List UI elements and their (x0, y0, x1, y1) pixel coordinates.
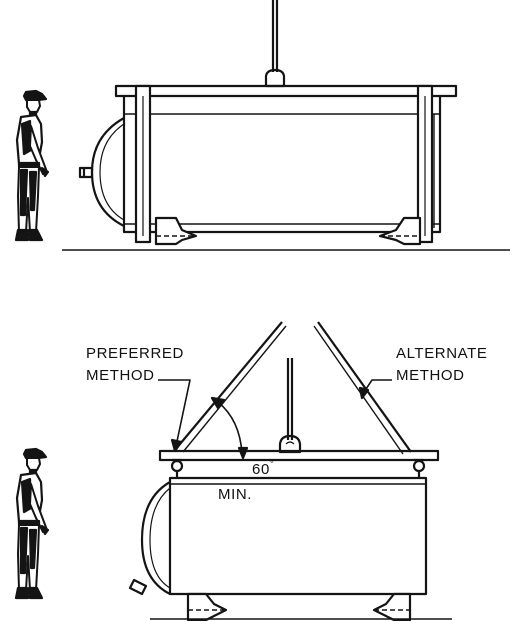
spreader-beam-bottom (158, 449, 440, 462)
preferred-label-line1: PREFERRED (86, 345, 184, 362)
tank-top (78, 96, 442, 234)
worker-figure-top (14, 89, 50, 242)
angle-value: 60 (252, 461, 270, 478)
bottom-diagram (14, 321, 452, 621)
alternate-label-line2: METHOD (396, 367, 465, 384)
lifting-straps-top (134, 84, 434, 244)
leader-preferred (158, 379, 191, 453)
angle-indicator (210, 396, 249, 460)
saddles-bottom (186, 592, 412, 621)
crane-hook-bottom (278, 358, 302, 454)
angle-unit: ° (270, 459, 275, 470)
alternate-label-line1: ALTERNATE (396, 345, 488, 362)
labels: PREFERRED METHOD ALTERNATE METHOD 60° MI… (86, 345, 488, 503)
leader-alternate (358, 379, 392, 400)
preferred-slings (174, 321, 412, 455)
shackles-bottom (170, 458, 426, 478)
saddles-top (154, 216, 422, 246)
crane-hook-top (264, 0, 286, 88)
preferred-label-line2: METHOD (86, 367, 155, 384)
worker-figure-bottom (14, 447, 50, 600)
angle-min-label: MIN. (218, 486, 252, 503)
top-diagram (14, 0, 510, 251)
tank-bottom (128, 476, 428, 596)
spreader-beam-top (114, 84, 458, 98)
angle-value-label: 60° (252, 459, 275, 478)
